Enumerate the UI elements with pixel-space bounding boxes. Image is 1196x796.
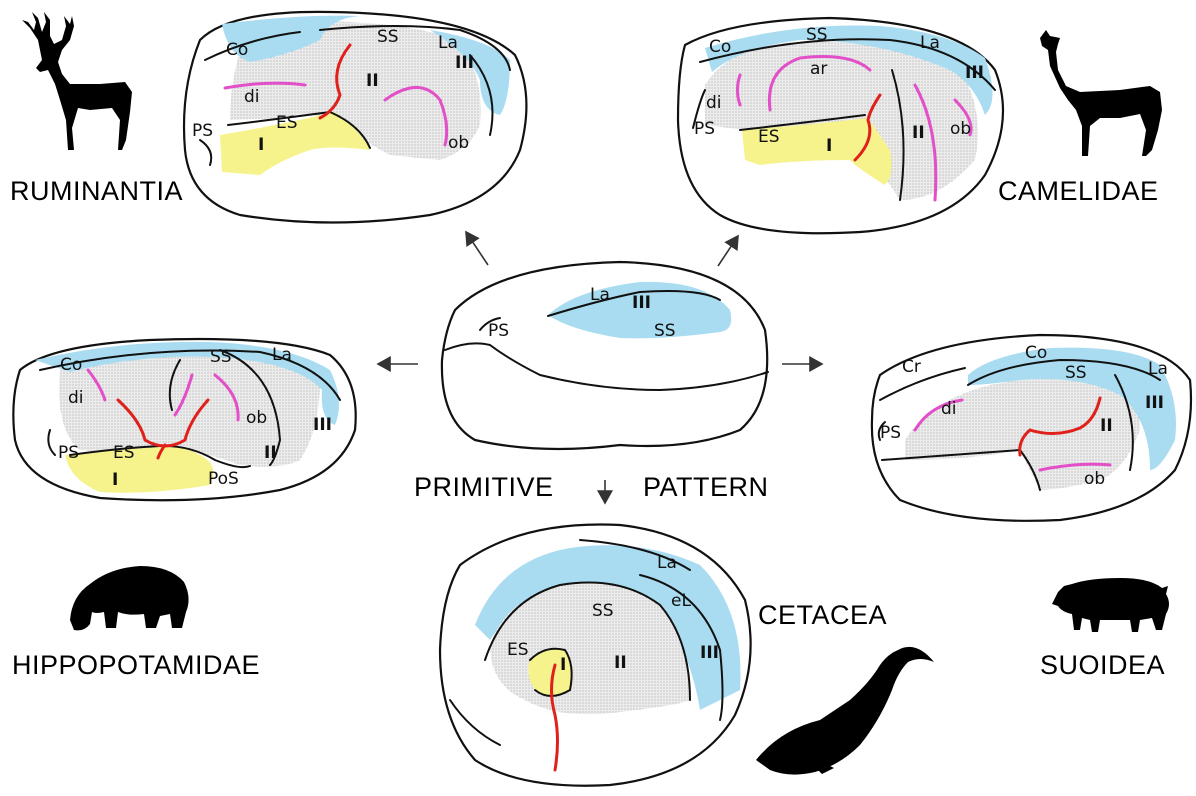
label-area-one: I [826,136,832,156]
ruminantia-brain: Co SS La III di II PS ES I ob [184,12,526,223]
label-di: di [68,388,84,408]
label-ob: ob [246,408,267,428]
hippo-silhouette [70,566,189,630]
label-la: La [920,33,940,53]
cetacea-brain: La eL SS III ES I II [440,525,751,786]
label-ps: PS [58,443,79,463]
label-ss: SS [654,321,676,341]
label-ob: ob [448,133,469,153]
label-area-three: III [700,643,719,663]
label-ps: PS [694,119,715,139]
label-area-three: III [965,63,984,83]
label-es: ES [113,443,135,463]
group-camelidae: CAMELIDAE [998,176,1159,206]
label-es: ES [507,640,529,660]
hippopotamidae-brain: Co SS La III di ob II PS ES PoS I [13,339,355,500]
label-pattern: PATTERN [643,472,769,502]
label-ss: SS [592,601,614,621]
pig-silhouette [1052,578,1169,632]
label-area-three: III [632,293,651,313]
label-cr: Cr [902,357,921,377]
label-area-three: III [1145,393,1164,413]
label-area-one: I [560,655,566,675]
label-co: Co [1025,343,1047,363]
group-hippopotamidae: HIPPOPOTAMIDAE [12,650,260,680]
label-ss: SS [210,347,232,367]
label-primitive: PRIMITIVE [414,472,554,502]
primitive-brain: La III SS PS [442,262,768,449]
arrow-to-ruminantia [466,232,488,265]
label-ob: ob [1084,469,1105,489]
label-pos: PoS [208,469,239,489]
label-area-two: II [366,71,379,91]
arrow-to-camelidae [718,236,738,266]
label-la: La [590,285,610,305]
label-area-two: II [912,123,925,143]
label-area-one: I [258,135,264,155]
label-ar: ar [810,59,827,79]
label-area-two: II [264,443,277,463]
label-ps: PS [880,423,901,443]
label-area-two: II [614,653,627,673]
label-ps: PS [488,321,509,341]
label-co: Co [60,355,82,375]
label-ob: ob [950,119,971,139]
suoidea-brain: Cr Co SS La III di II PS ob [872,335,1191,521]
label-es: ES [276,113,298,133]
camelidae-brain: Co SS La III ar di PS ES I II ob [678,18,1003,233]
label-ps: PS [192,121,213,141]
label-ss: SS [806,25,828,45]
label-la: La [1148,359,1168,379]
label-co: Co [226,40,248,60]
label-di: di [706,93,722,113]
llama-silhouette [1040,30,1162,156]
label-di: di [941,399,957,419]
label-la: La [657,553,677,573]
label-area-three: III [455,53,474,73]
deer-silhouette [22,12,132,150]
label-di: di [244,87,260,107]
label-ss: SS [377,27,399,47]
label-el: eL [671,591,691,611]
label-es: ES [758,127,780,147]
label-area-one: I [112,470,118,490]
label-area-three: III [313,415,332,435]
label-ss: SS [1065,363,1087,383]
group-ruminantia: RUMINANTIA [10,176,183,206]
label-la: La [438,33,458,53]
label-la: La [272,345,292,365]
group-cetacea: CETACEA [758,600,887,630]
group-suoidea: SUOIDEA [1040,650,1165,680]
whale-silhouette [756,647,934,775]
label-co: Co [709,37,731,57]
label-area-two: II [1100,416,1113,436]
